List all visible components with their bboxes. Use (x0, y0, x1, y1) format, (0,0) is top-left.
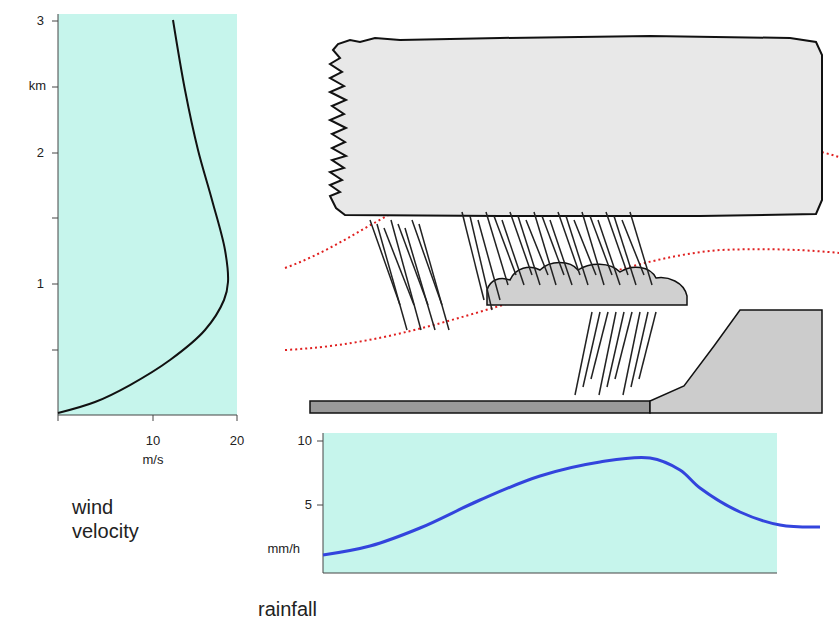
rain-streak (591, 312, 608, 379)
axis-tick-label: 3 (37, 13, 44, 29)
cloud (330, 36, 822, 216)
rain-streak (630, 212, 652, 285)
rain-streak (542, 216, 564, 275)
rain-streak (590, 216, 612, 275)
rain-streak (550, 220, 572, 285)
rain-streak (558, 212, 580, 275)
chart-title: wind velocity (72, 495, 172, 543)
wind-profile-curve (58, 20, 228, 413)
chart-panel (58, 14, 237, 415)
axis-tick-label: 1 (37, 276, 44, 292)
rainfall-curve (323, 457, 820, 555)
rain-streak (462, 212, 484, 300)
rain-streak (370, 220, 400, 305)
mountain (650, 310, 822, 413)
chart-title: rainfall (258, 597, 317, 621)
axis-unit: m/s (143, 452, 164, 468)
axis-unit: mm/h (268, 541, 301, 557)
wind-axes (52, 14, 237, 421)
rain-streak (384, 228, 414, 305)
rain-streak (502, 220, 524, 285)
axis-tick-label: 20 (230, 433, 244, 449)
rain-streak (419, 224, 449, 330)
axis-unit: km (29, 78, 46, 94)
axis-tick-label: 10 (146, 433, 160, 449)
rain-streak (615, 312, 632, 379)
rain-streak (639, 312, 656, 379)
sea-surface (310, 401, 650, 413)
rain-streak (510, 212, 532, 275)
rain-streak (494, 216, 516, 275)
rain-streak (412, 220, 442, 305)
chart-panel (323, 433, 777, 573)
rain-streak (598, 220, 620, 285)
rain-streak (606, 212, 628, 275)
rain-axes (317, 433, 777, 573)
axis-tick-label: 2 (37, 145, 44, 161)
rain-streak (478, 220, 500, 300)
axis-tick-label: 5 (305, 497, 312, 513)
axis-tick-label: 10 (298, 433, 312, 449)
rain-streaks (370, 212, 656, 395)
